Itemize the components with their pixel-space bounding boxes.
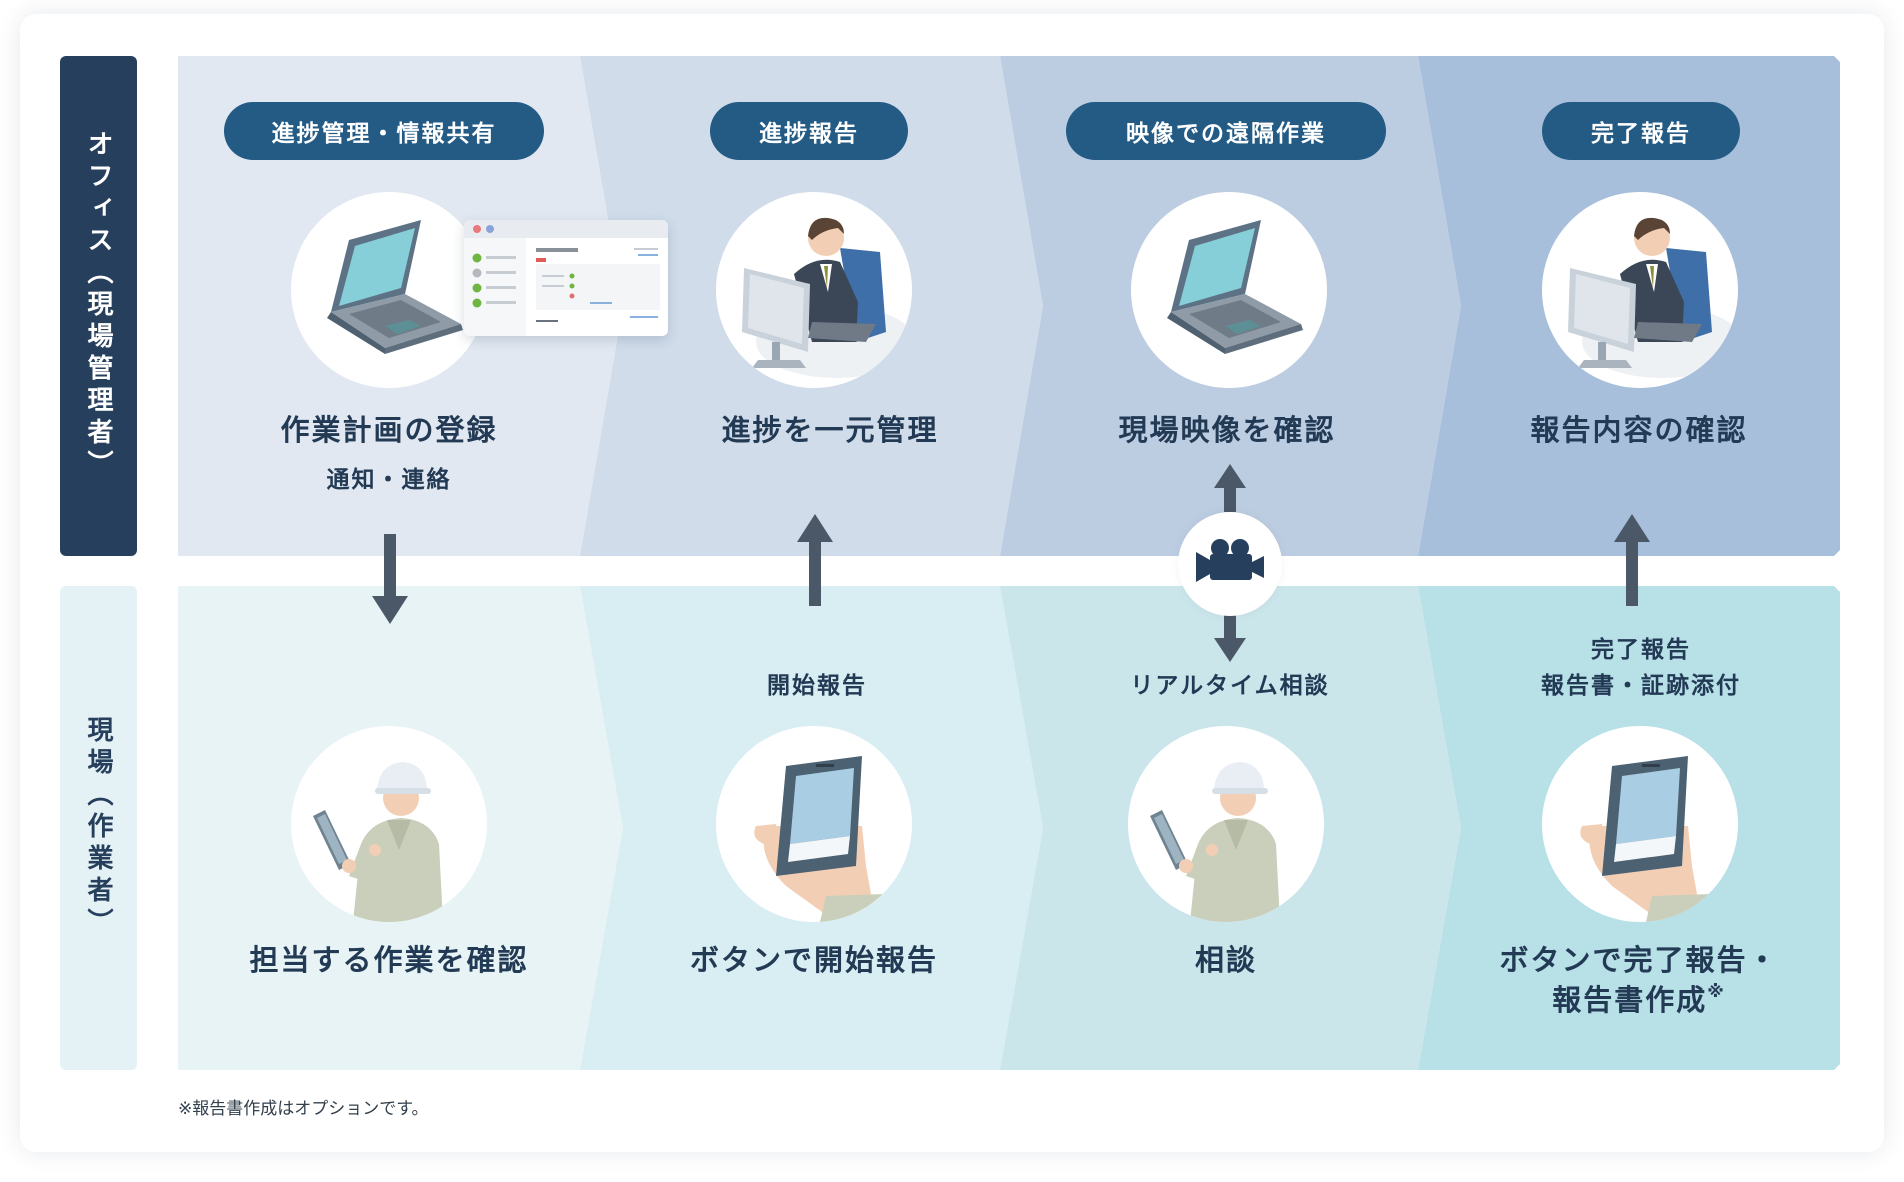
office-title-plan-registration: 作業計画の登録 [280, 413, 498, 447]
site-title-start-report-button: ボタンで開始報告 [689, 943, 938, 977]
worker-tablet-icon [291, 726, 487, 922]
laptop-icon [291, 192, 487, 388]
site-title-complete-button-line2: 報告書作成※ [1449, 980, 1829, 1020]
office-side-label: オフィス（現場管理者） [60, 56, 137, 556]
site-side-label-text: 現場（作業者） [83, 716, 113, 940]
arrow-up-complete-icon [1614, 514, 1650, 606]
laptop-icon-remote [1131, 192, 1327, 388]
office-title-progress-centralized: 進捗を一元管理 [721, 413, 939, 447]
office-side-label-text: オフィス（現場管理者） [83, 130, 113, 482]
dashboard-preview-icon [464, 220, 668, 336]
arrow-down-icon [372, 534, 408, 624]
office-sub-notification: 通知・連絡 [326, 467, 452, 493]
manager-desk-icon [716, 192, 912, 388]
manager-desk-icon-review [1542, 192, 1738, 388]
footnote-mark: ※ [1707, 982, 1726, 1002]
site-title-complete-button-line1: ボタンで完了報告・ [1499, 943, 1779, 977]
worker-tablet-icon-consult [1128, 726, 1324, 922]
site-side-label: 現場（作業者） [60, 586, 137, 1070]
site-caption-realtime-consult: リアルタイム相談 [1130, 673, 1330, 699]
step-pill-completion-report: 完了報告 [1542, 102, 1740, 160]
office-title-check-video: 現場映像を確認 [1118, 413, 1336, 447]
arrow-down-small-icon [1214, 614, 1246, 662]
footnote: ※報告書作成はオプションです。 [178, 1099, 429, 1119]
step-pill-progress-report: 進捗報告 [710, 102, 908, 160]
step-pill-remote-video: 映像での遠隔作業 [1066, 102, 1386, 160]
site-caption-start-report: 開始報告 [767, 673, 867, 699]
hand-smartphone-icon [716, 726, 912, 922]
office-title-check-report: 報告内容の確認 [1530, 413, 1748, 447]
arrow-up-small-icon [1214, 464, 1246, 512]
site-title-report-creation: 報告書作成 [1552, 983, 1708, 1017]
video-camera-icon [1178, 512, 1282, 616]
site-title-check-assigned-work: 担当する作業を確認 [249, 943, 529, 977]
arrow-up-icon [797, 514, 833, 606]
hand-smartphone-icon-complete [1542, 726, 1738, 922]
site-caption-completion-report: 完了報告 [1591, 637, 1691, 663]
site-title-consult: 相談 [1194, 943, 1257, 977]
site-caption-report-attachments: 報告書・証跡添付 [1541, 673, 1741, 699]
step-pill-progress-management: 進捗管理・情報共有 [224, 102, 544, 160]
